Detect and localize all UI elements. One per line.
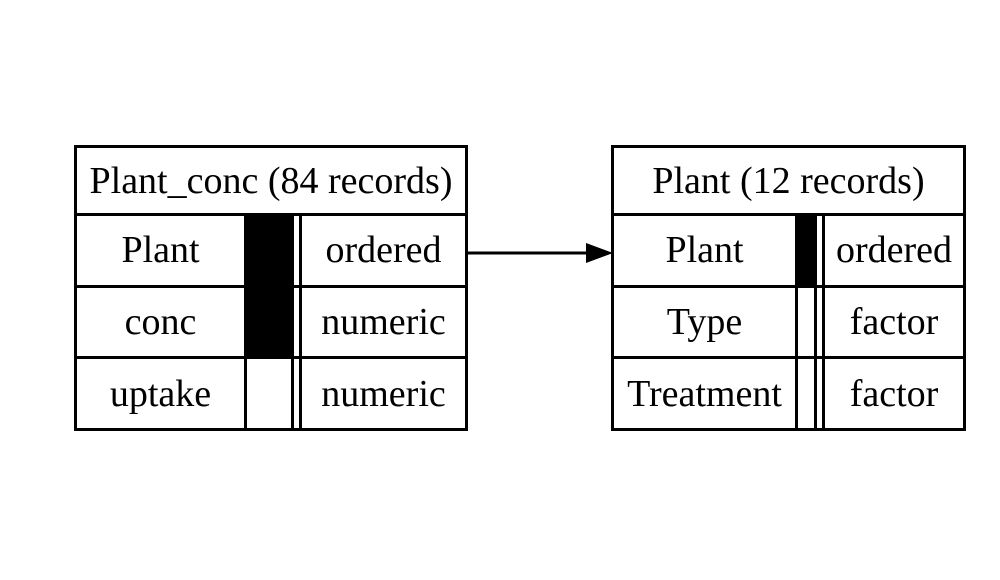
column-name: uptake bbox=[77, 359, 247, 429]
relationship-arrow-icon bbox=[466, 243, 613, 263]
column-type: factor bbox=[822, 287, 963, 357]
key-indicator bbox=[247, 216, 294, 285]
table-plant-conc: Plant_conc (84 records) Plant ordered co… bbox=[74, 145, 468, 431]
column-type: numeric bbox=[299, 287, 465, 357]
column-type: numeric bbox=[299, 359, 465, 429]
column-name: Plant bbox=[77, 216, 247, 285]
table-row: Treatment factor bbox=[614, 356, 963, 429]
column-name: Plant bbox=[614, 216, 798, 285]
key-indicator bbox=[247, 359, 294, 429]
table-row: conc numeric bbox=[77, 284, 465, 357]
key-indicator bbox=[798, 287, 817, 357]
column-name: Type bbox=[614, 287, 798, 357]
table-row: Plant ordered bbox=[614, 216, 963, 285]
table-plant: Plant (12 records) Plant ordered Type fa… bbox=[611, 145, 966, 431]
table-row: Type factor bbox=[614, 284, 963, 357]
key-indicator bbox=[798, 359, 817, 429]
column-type: factor bbox=[822, 359, 963, 429]
column-type: ordered bbox=[822, 216, 963, 285]
table-title: Plant (12 records) bbox=[614, 148, 963, 216]
table-row: Plant ordered bbox=[77, 216, 465, 285]
key-indicator bbox=[798, 216, 817, 285]
column-name: conc bbox=[77, 287, 247, 357]
table-title: Plant_conc (84 records) bbox=[77, 148, 465, 216]
key-indicator bbox=[247, 287, 294, 357]
column-name: Treatment bbox=[614, 359, 798, 429]
table-row: uptake numeric bbox=[77, 356, 465, 429]
column-type: ordered bbox=[299, 216, 465, 285]
